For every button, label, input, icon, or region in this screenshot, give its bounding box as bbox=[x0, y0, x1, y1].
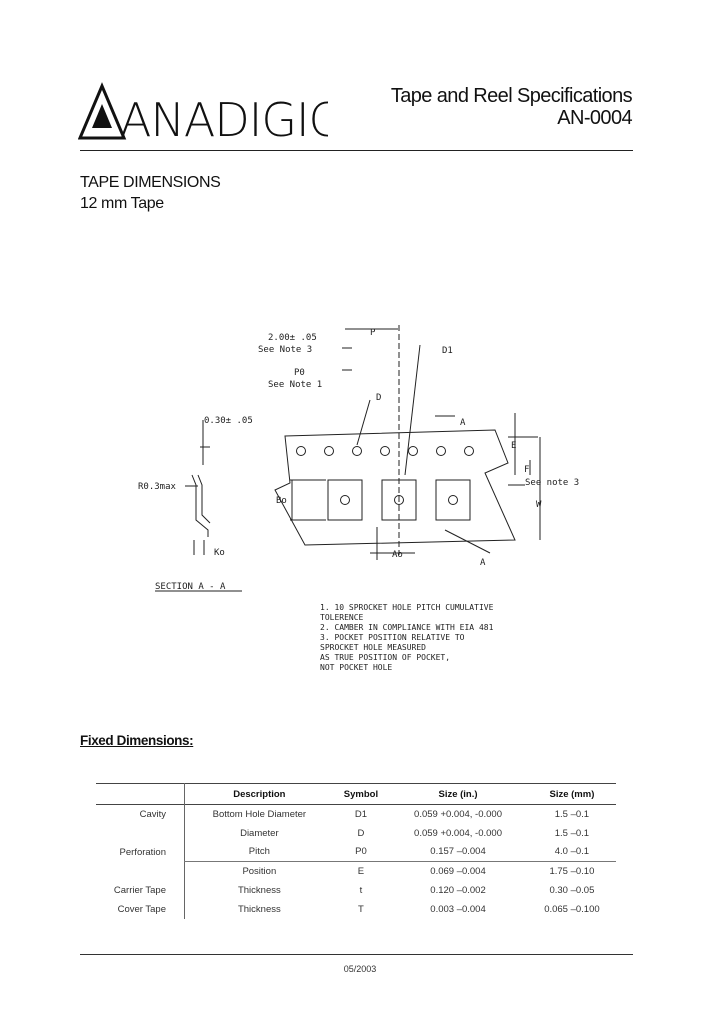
row-category: Perforation bbox=[119, 846, 166, 858]
row-symbol: t bbox=[359, 885, 363, 897]
row-description: Thickness bbox=[183, 899, 334, 919]
label-e: E bbox=[511, 441, 516, 451]
section-a-a: SECTION A - A bbox=[155, 582, 226, 592]
row-size-in: 0.059 +0.004, -0.000 bbox=[414, 808, 502, 820]
row-description: Bottom Hole Diameter bbox=[183, 804, 334, 824]
row-category: Cover Tape bbox=[117, 903, 166, 915]
row-size-in: 0.120 –0.002 bbox=[430, 885, 486, 897]
label-ko: Ko bbox=[214, 548, 225, 558]
col-size-in: Size (in.) bbox=[438, 788, 478, 800]
note3-ref: See Note 3 bbox=[258, 345, 312, 355]
dim-2-00: 2.00± .05 bbox=[268, 333, 317, 343]
label-bo: Bo bbox=[276, 496, 287, 506]
section-subtitle: 12 mm Tape bbox=[80, 195, 164, 212]
label-f: F bbox=[524, 465, 529, 475]
label-r03: R0.3max bbox=[138, 482, 177, 492]
row-size-in: 0.157 –0.004 bbox=[388, 842, 528, 863]
logo-wordmark: ANADIGICS bbox=[120, 93, 328, 142]
fixed-dimensions-heading: Fixed Dimensions: bbox=[80, 733, 194, 748]
row-symbol: E bbox=[357, 866, 365, 878]
note-line: TOLERENCE bbox=[320, 613, 364, 622]
note-line: SPROCKET HOLE MEASURED bbox=[320, 643, 426, 652]
row-size-mm: 1.5 –0.1 bbox=[554, 808, 590, 820]
row-size-in: 0.069 –0.004 bbox=[430, 866, 486, 878]
note-line: 1. 10 SPROCKET HOLE PITCH CUMULATIVE bbox=[320, 603, 494, 612]
label-ao: Ao bbox=[392, 550, 403, 560]
doc-number: AN-0004 bbox=[557, 107, 632, 129]
note-line: NOT POCKET HOLE bbox=[320, 663, 392, 672]
label-p: P bbox=[370, 328, 376, 338]
col-category bbox=[96, 784, 185, 805]
table-header-row: Description Symbol Size (in.) Size (mm) bbox=[96, 783, 616, 805]
label-p0: P0 bbox=[294, 368, 305, 378]
note-line: 3. POCKET POSITION RELATIVE TO bbox=[320, 633, 465, 642]
row-size-mm: 1.75 –0.10 bbox=[549, 866, 595, 878]
col-size-mm: Size (mm) bbox=[549, 788, 595, 800]
row-size-mm: 0.30 –0.05 bbox=[549, 885, 595, 897]
row-description: Thickness bbox=[183, 881, 334, 900]
table-row: Cavity Bottom Hole Diameter D1 0.059 +0.… bbox=[96, 804, 616, 824]
label-d1: D1 bbox=[442, 346, 453, 356]
row-size-in: 0.003 –0.004 bbox=[430, 903, 486, 915]
footer-date: 05/2003 bbox=[343, 964, 377, 974]
row-description: Position bbox=[183, 861, 334, 882]
row-category bbox=[96, 824, 185, 843]
row-size-mm: 4.0 –0.1 bbox=[527, 842, 616, 863]
row-description: Diameter bbox=[183, 823, 334, 843]
note1-ref: See Note 1 bbox=[268, 380, 322, 390]
note3-right: See note 3 bbox=[525, 478, 579, 488]
label-a-top: A bbox=[460, 418, 466, 428]
dim-0-30: 0.30± .05 bbox=[204, 416, 253, 426]
row-symbol: D1 bbox=[354, 808, 368, 820]
note-line: AS TRUE POSITION OF POCKET, bbox=[320, 653, 450, 662]
row-description: Pitch bbox=[183, 842, 334, 863]
row-symbol: P0 bbox=[333, 842, 389, 863]
row-category: Carrier Tape bbox=[113, 885, 166, 897]
anadigics-logo: ANADIGICS bbox=[78, 82, 328, 142]
label-a-bottom: A bbox=[480, 558, 486, 568]
footer-divider bbox=[80, 954, 633, 955]
section-title: TAPE DIMENSIONS bbox=[80, 174, 221, 191]
row-symbol: T bbox=[358, 903, 364, 915]
table-row: Position E 0.069 –0.004 1.75 –0.10 bbox=[96, 861, 616, 882]
doc-title: Tape and Reel Specifications bbox=[390, 85, 633, 107]
row-category bbox=[96, 862, 185, 881]
table-row: Carrier Tape Thickness t 0.120 –0.002 0.… bbox=[96, 881, 616, 900]
tape-drawing: 2.00± .05 See Note 3 P D1 P0 See Note 1 … bbox=[138, 325, 579, 672]
row-size-mm: 1.5 –0.1 bbox=[554, 827, 590, 839]
row-size-mm: 0.065 –0.100 bbox=[544, 903, 600, 915]
row-size-in: 0.059 +0.004, -0.000 bbox=[414, 827, 502, 839]
label-d: D bbox=[376, 393, 381, 403]
label-w: W bbox=[536, 500, 542, 510]
table-row: Diameter D 0.059 +0.004, -0.000 1.5 –0.1 bbox=[96, 823, 616, 843]
row-symbol: D bbox=[357, 827, 365, 839]
header-divider bbox=[80, 150, 633, 151]
table-row: Perforation Pitch P0 0.157 –0.004 4.0 –0… bbox=[96, 842, 616, 863]
row-category: Cavity bbox=[139, 808, 166, 820]
col-symbol: Symbol bbox=[343, 788, 379, 800]
note-line: 2. CAMBER IN COMPLIANCE WITH EIA 481 bbox=[320, 623, 494, 632]
col-description: Description bbox=[183, 783, 334, 805]
table-row: Cover Tape Thickness T 0.003 –0.004 0.06… bbox=[96, 899, 616, 919]
fixed-dimensions-table: Description Symbol Size (in.) Size (mm) … bbox=[96, 783, 616, 919]
